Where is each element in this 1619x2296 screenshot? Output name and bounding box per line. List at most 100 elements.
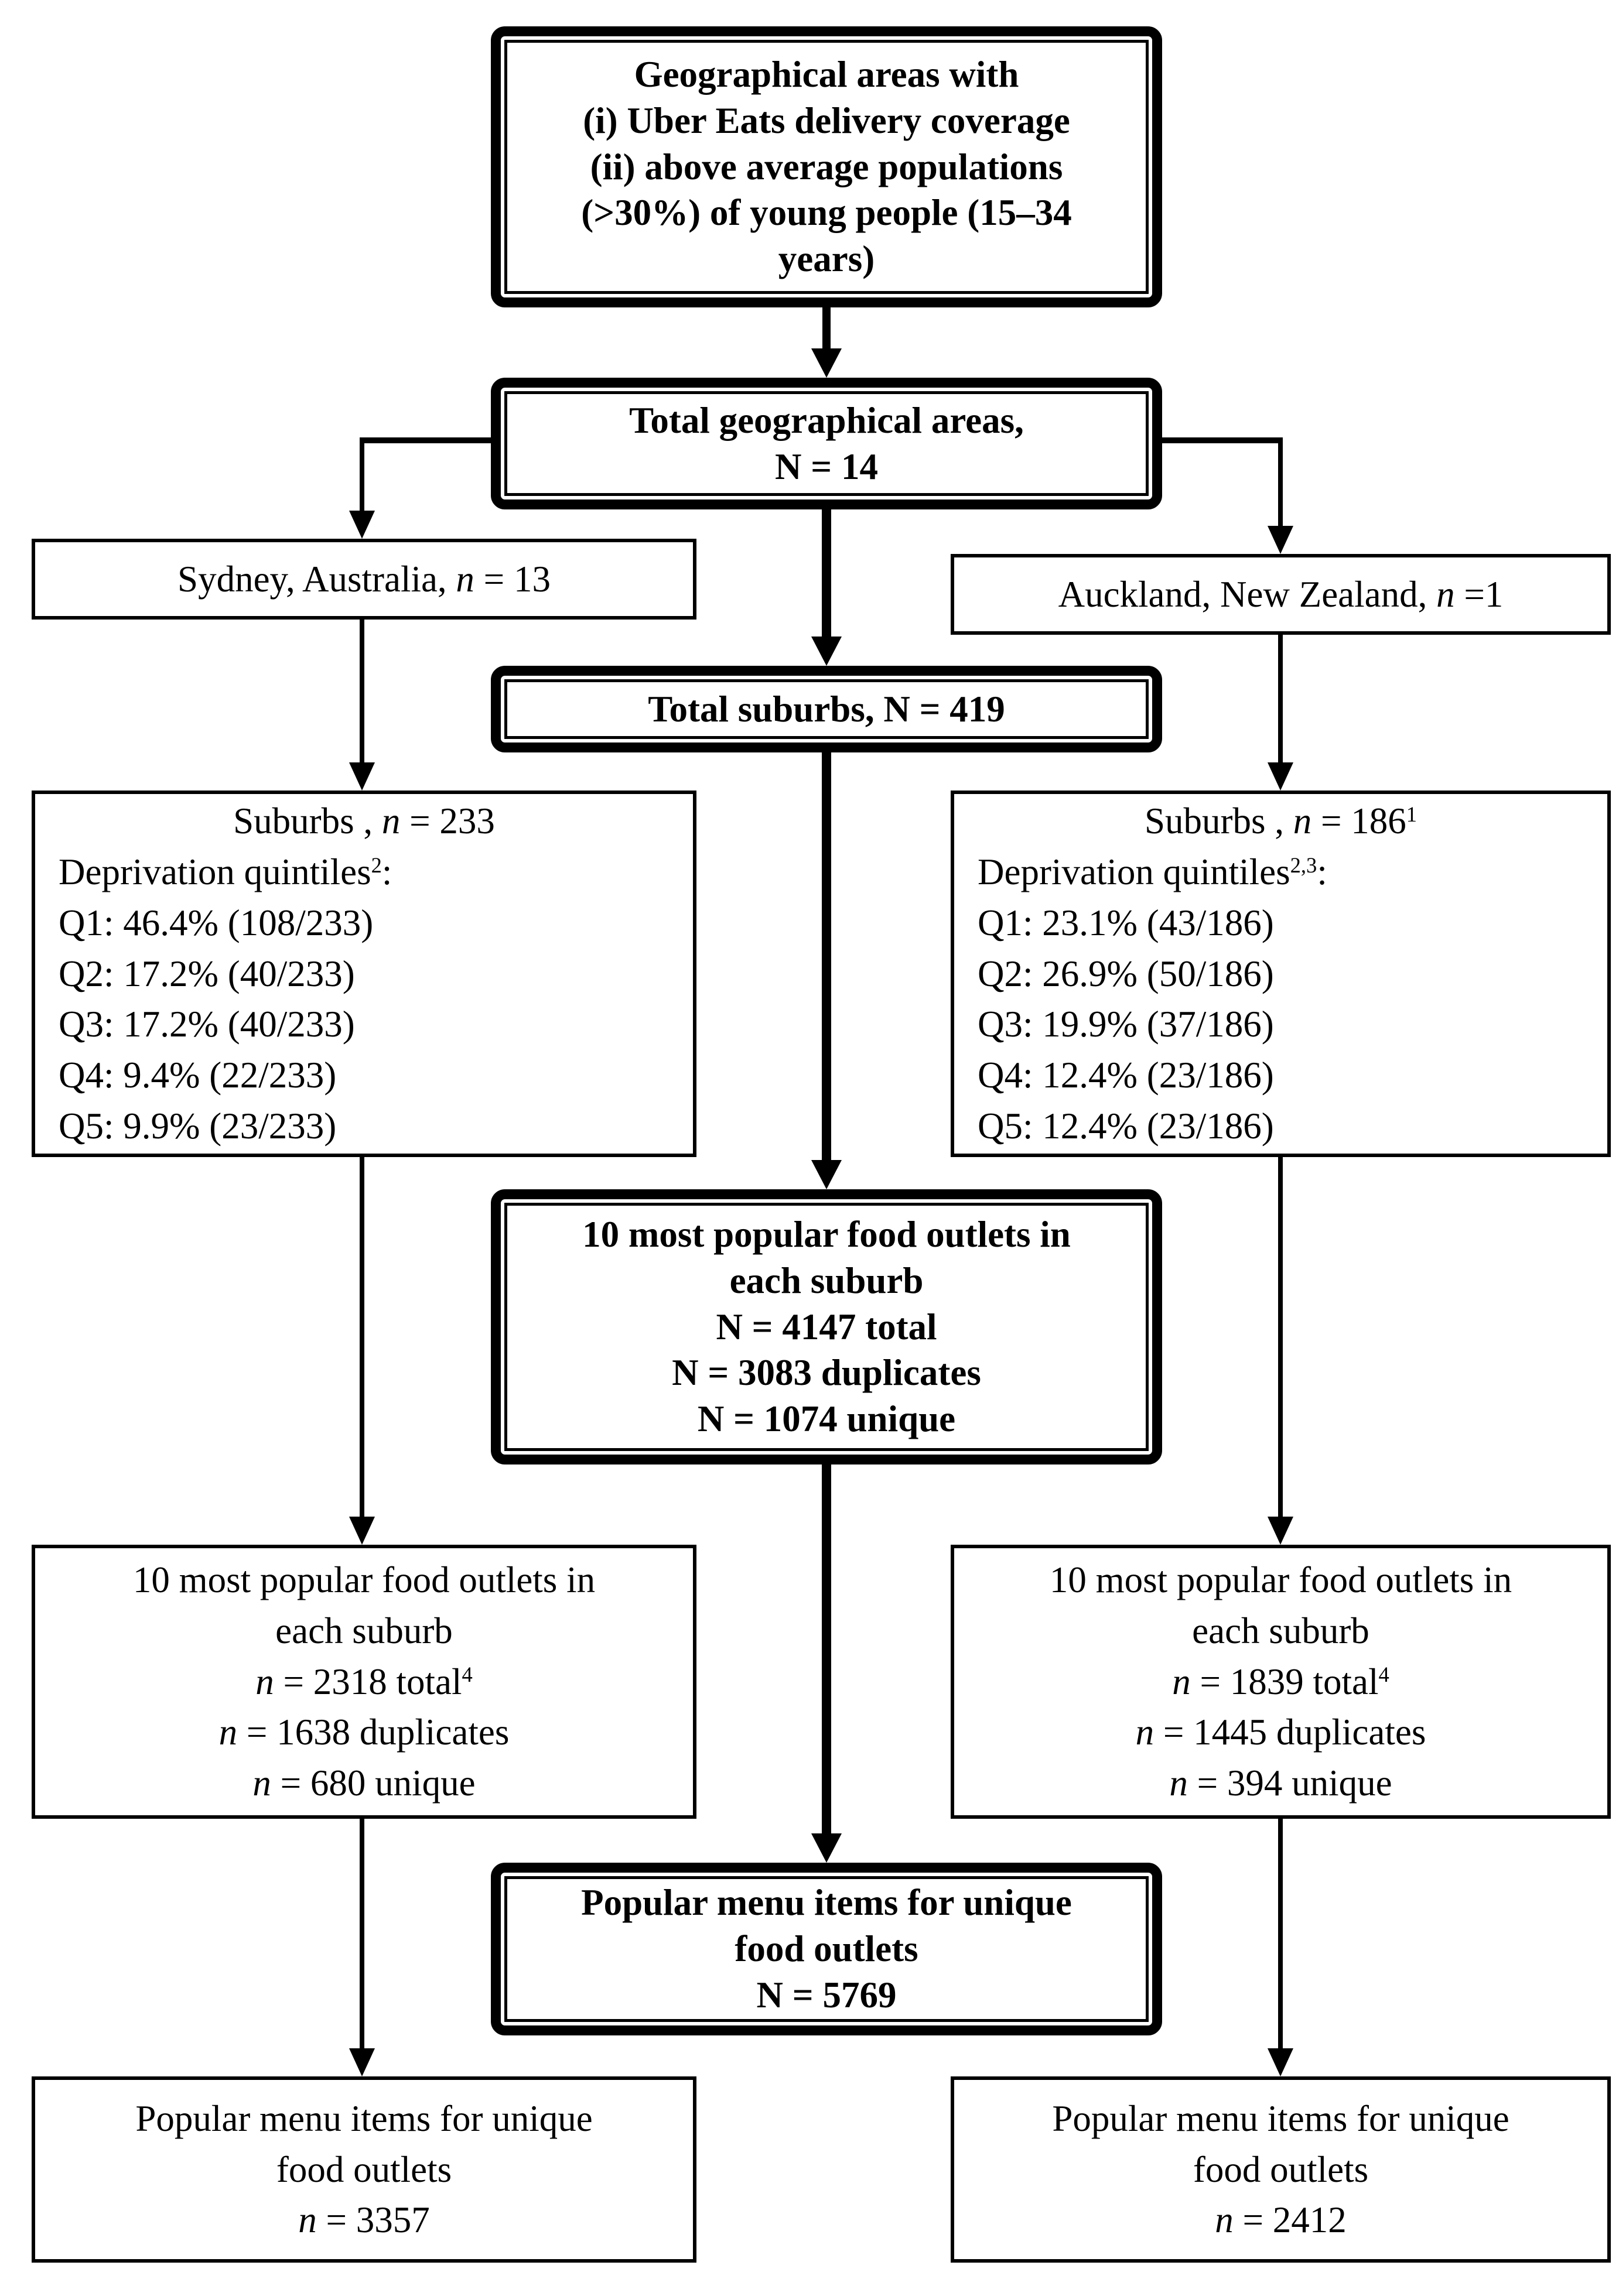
box-text-line: food outlets <box>735 1928 918 1970</box>
box-text-line: n = 394 unique <box>1169 1763 1392 1804</box>
box-text-line: Sydney, Australia, n = 13 <box>177 558 551 600</box>
box-text-line: N = 14 <box>775 446 878 487</box>
box-inner-frame: Popular menu items for unique food outlet… <box>954 2080 1607 2259</box>
box-text-line: (>30%) of young people (15–34 <box>581 192 1072 234</box>
box-content: Geographical areas with(i) Uber Eats del… <box>507 43 1146 291</box>
box-text-line: Total suburbs, N = 419 <box>648 688 1005 730</box>
box-text-line: Q5: 12.4% (23/186) <box>978 1106 1274 1147</box>
box-text-line: Popular menu items for unique <box>581 1882 1072 1924</box>
box-inner-frame: Total geographical areas, N = 14 <box>504 391 1149 496</box>
arrowhead-sydney-suburbs-to-outlets-sydney <box>349 1517 375 1545</box>
box-text-line: Q1: 23.1% (43/186) <box>978 902 1274 943</box>
box-text-line: n = 1638 duplicates <box>218 1712 510 1753</box>
box-text-line: food outlets <box>276 2148 452 2190</box>
box-content: Popular menu items for unique food outlet… <box>35 2080 693 2259</box>
box-inner-frame: Total suburbs, N = 419 <box>504 679 1149 739</box>
box-text-line: Q4: 9.4% (22/233) <box>59 1055 337 1096</box>
outlets-total-box: 10 most popular food outlets in each subu… <box>491 1189 1162 1464</box>
box-inner-frame: 10 most popular food outlets in each subu… <box>35 1548 693 1815</box>
box-text-line: n = 680 unique <box>252 1763 476 1804</box>
box-text-line: n = 2318 total4 <box>255 1661 473 1702</box>
outlets-auckland-box: 10 most popular food outlets in each subu… <box>951 1545 1611 1819</box>
box-content: Auckland, New Zealand, n =1 <box>954 557 1607 631</box>
box-text-line: each suburb <box>729 1260 924 1301</box>
box-text-line: each suburb <box>1192 1610 1369 1651</box>
menu-items-sydney-box: Popular menu items for unique food outlet… <box>32 2076 696 2263</box>
box-text-line: years) <box>778 238 875 280</box>
box-text-line: Q2: 26.9% (50/186) <box>978 953 1274 994</box>
box-text-line: (i) Uber Eats delivery coverage <box>583 100 1070 141</box>
total-geographical-areas-box: Total geographical areas, N = 14 <box>491 378 1162 509</box>
box-content: 10 most popular food outlets in each subu… <box>35 1548 693 1815</box>
arrowhead-sydney-to-sydney-suburbs <box>349 762 375 791</box>
arrowhead-total-areas-to-total-suburbs <box>811 637 842 666</box>
arrowhead-total-suburbs-to-outlets-all <box>811 1160 842 1189</box>
box-text-line: Suburbs , n = 1861 <box>1144 800 1418 841</box>
arrowhead-outlets-auckland-to-menu-auckland <box>1268 2048 1293 2076</box>
arrowhead-top-to-total-areas <box>811 348 842 378</box>
box-text-line: Suburbs , n = 233 <box>233 800 495 841</box>
arrowhead-auckland-suburbs-to-outlets-auckland <box>1268 1517 1293 1545</box>
box-text-line: 10 most popular food outlets in <box>582 1214 1071 1255</box>
box-text-line: N = 5769 <box>756 1974 897 2016</box>
box-text-line: Popular menu items for unique <box>1052 2097 1509 2139</box>
box-text-line: (ii) above average populations <box>590 146 1063 187</box>
box-text-line: Auckland, New Zealand, n =1 <box>1058 573 1504 615</box>
box-text-line: N = 1074 unique <box>697 1398 956 1440</box>
sydney-box: Sydney, Australia, n = 13 <box>32 539 696 620</box>
outlets-sydney-box: 10 most popular food outlets in each subu… <box>32 1545 696 1819</box>
box-text-line: Q5: 9.9% (23/233) <box>59 1106 337 1147</box>
box-text-line: N = 3083 duplicates <box>672 1352 981 1394</box>
box-text-line: 10 most popular food outlets in <box>1049 1559 1512 1600</box>
box-text-line: Deprivation quintiles2,3: <box>978 851 1327 892</box>
box-content: Popular menu items for unique food outlet… <box>954 2080 1607 2259</box>
box-text-line: Q1: 46.4% (108/233) <box>59 902 374 943</box>
box-inner-frame: Sydney, Australia, n = 13 <box>35 542 693 616</box>
box-inner-frame: Auckland, New Zealand, n =1 <box>954 557 1607 631</box>
box-text-line: n = 3357 <box>298 2199 430 2241</box>
arrowhead-branch-to-sydney <box>349 511 375 539</box>
box-inner-frame: 10 most popular food outlets in each subu… <box>954 1548 1607 1815</box>
box-inner-frame: 10 most popular food outlets in each subu… <box>504 1203 1149 1451</box>
arrowhead-branch-to-auckland <box>1268 526 1293 554</box>
box-text-line: n = 1839 total4 <box>1172 1661 1389 1702</box>
box-text-line: N = 4147 total <box>716 1306 937 1347</box>
box-text-line: Popular menu items for unique <box>135 2097 593 2139</box>
total-suburbs-box: Total suburbs, N = 419 <box>491 666 1162 752</box>
arrowhead-auckland-to-auckland-suburbs <box>1268 762 1293 791</box>
box-text-line: Q3: 17.2% (40/233) <box>59 1004 355 1045</box>
geographical-areas-criteria-box: Geographical areas with(i) Uber Eats del… <box>491 26 1162 307</box>
menu-items-auckland-box: Popular menu items for unique food outlet… <box>951 2076 1611 2263</box>
box-content: Total suburbs, N = 419 <box>507 682 1146 736</box>
box-inner-frame: Geographical areas with(i) Uber Eats del… <box>504 40 1149 294</box>
box-inner-frame: Popular menu items for unique food outlet… <box>35 2080 693 2259</box>
box-text-line: Total geographical areas, <box>629 399 1024 441</box>
arrowhead-outlets-sydney-to-menu-sydney <box>349 2048 375 2076</box>
box-content: 10 most popular food outlets in each subu… <box>954 1548 1607 1815</box>
box-text-line: each suburb <box>275 1610 453 1651</box>
box-text-line: n = 2412 <box>1215 2199 1347 2241</box>
box-text-line: 10 most popular food outlets in <box>132 1559 596 1600</box>
box-text-line: Q2: 17.2% (40/233) <box>59 953 355 994</box>
box-text-line: food outlets <box>1193 2148 1369 2190</box>
box-content: Sydney, Australia, n = 13 <box>35 542 693 616</box>
box-text-line: Q4: 12.4% (23/186) <box>978 1055 1274 1096</box>
auckland-box: Auckland, New Zealand, n =1 <box>951 554 1611 635</box>
box-text-line: n = 1445 duplicates <box>1135 1712 1426 1753</box>
box-text-line: Deprivation quintiles2: <box>59 851 392 892</box>
arrowhead-outlets-all-to-menu-all <box>811 1833 842 1863</box>
box-content: 10 most popular food outlets in each subu… <box>507 1206 1146 1448</box>
box-text-line: Q3: 19.9% (37/186) <box>978 1004 1274 1045</box>
box-content: Total geographical areas, N = 14 <box>507 394 1146 493</box>
